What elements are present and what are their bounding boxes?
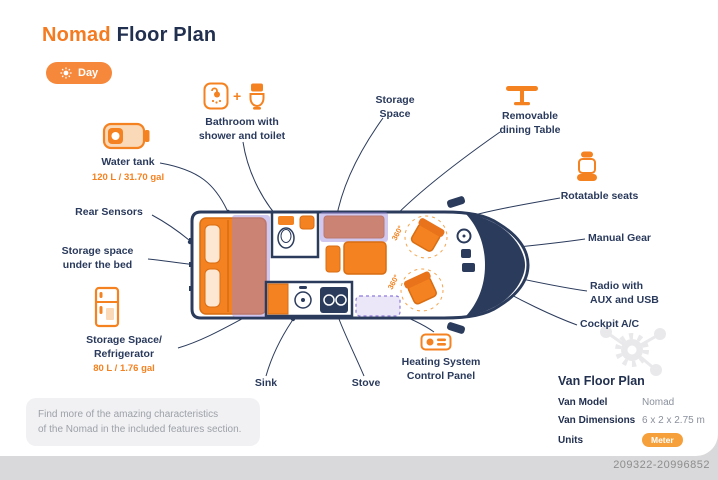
label-rotatable-seats: Rotatable seats <box>560 190 639 202</box>
label-water-tank: Water tank 120 L / 31.70 gal <box>78 156 178 184</box>
title-accent: Nomad <box>42 24 111 46</box>
dining-table-icon <box>504 82 540 108</box>
label-storage-space: Storage Space <box>375 94 415 120</box>
toilet <box>277 227 295 249</box>
kitchen-cabinet <box>267 283 289 315</box>
rotatable-seat-top <box>410 218 445 252</box>
bed <box>199 215 270 317</box>
label-heating-system: Heating System Control Panel <box>401 356 481 382</box>
dining-table <box>343 241 387 275</box>
fridge-capacity: 80 L / 1.76 gal <box>93 363 155 375</box>
label-cockpit-ac: Cockpit A/C <box>580 318 640 330</box>
van-info-panel: Van Floor Plan Van Model Nomad Van Dimen… <box>558 374 710 454</box>
bathroom-icons: + <box>203 82 269 110</box>
units-label: Units <box>558 434 583 446</box>
label-sink: Sink <box>254 377 278 389</box>
control-panel-icon <box>420 332 452 352</box>
van-dimensions-label: Van Dimensions <box>558 415 636 426</box>
van-dimensions-row: Van Dimensions 6 x 2 x 2.75 m <box>558 415 710 426</box>
label-under-bed-storage: Storage space under the bed <box>61 245 134 271</box>
dinette <box>320 212 388 275</box>
label-fridge: Storage Space/ Refrigerator 80 L / 1.76 … <box>70 334 178 376</box>
page-title: Nomad Floor Plan <box>42 24 216 47</box>
day-toggle-label: Day <box>78 67 99 79</box>
under-bed-storage-highlight <box>232 215 270 317</box>
van-dimensions-value: 6 x 2 x 2.75 m <box>642 415 705 426</box>
water-tank-icon <box>102 118 150 152</box>
kitchen <box>264 280 354 318</box>
cockpit <box>456 228 475 272</box>
gear-watermark-icon <box>600 326 666 376</box>
gear-shifter <box>461 249 471 258</box>
van-floorplan: 360° 360° <box>189 196 530 334</box>
label-manual-gear: Manual Gear <box>588 232 652 244</box>
toilet-icon <box>249 83 265 110</box>
label-rear-sensors: Rear Sensors <box>75 206 143 218</box>
steering-wheel <box>456 228 472 244</box>
dinette-bench <box>325 245 341 273</box>
water-tank-capacity: 120 L / 31.70 gal <box>91 171 165 183</box>
label-bathroom: Bathroom with shower and toilet <box>198 116 286 142</box>
label-stove: Stove <box>351 377 381 389</box>
bathroom-sink <box>299 215 315 230</box>
rear-sensor-marks <box>189 238 193 291</box>
units-badge[interactable]: Meter <box>642 433 683 447</box>
mirror-bottom <box>446 322 466 334</box>
floorplan-diagram: 360° 360° <box>147 117 588 377</box>
main-card: Nomad Floor Plan Day <box>0 0 718 456</box>
van-nose <box>466 214 525 316</box>
radio-unit <box>462 263 475 272</box>
van-info-title: Van Floor Plan <box>558 374 645 388</box>
shower-icon <box>203 82 229 110</box>
label-radio: Radio with AUX and USB <box>590 280 659 306</box>
seat-icon <box>574 150 600 184</box>
rotatable-seat-bottom <box>403 271 437 305</box>
units-row: Units Meter <box>558 433 710 447</box>
bathroom <box>270 213 320 259</box>
note-box: Find more of the amazing characteristics… <box>26 398 260 446</box>
plus-sign: + <box>233 88 242 104</box>
overhead-storage-highlight <box>320 212 388 242</box>
refrigerator-icon <box>94 286 120 328</box>
van-model-value: Nomad <box>642 397 675 408</box>
day-toggle-button[interactable]: Day <box>46 62 113 84</box>
van-model-row: Van Model Nomad <box>558 397 710 408</box>
label-dining-table: Removable dining Table <box>499 110 561 136</box>
page-id: 209322-20996852 <box>613 459 710 471</box>
title-rest: Floor Plan <box>116 24 217 46</box>
mirror-top <box>446 196 466 208</box>
heating-system-highlight <box>355 295 401 317</box>
van-model-label: Van Model <box>558 397 608 408</box>
sun-icon <box>60 67 72 79</box>
